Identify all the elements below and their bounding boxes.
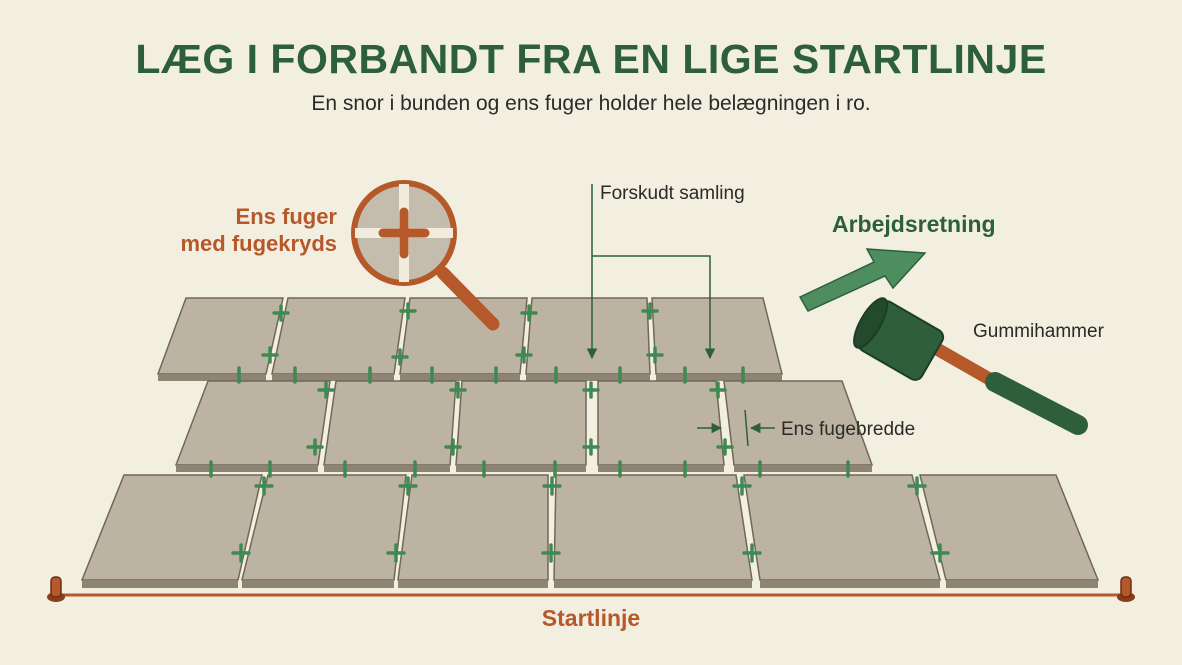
tile-row-front [80,474,1100,588]
rubber-mallet-icon [853,297,1088,435]
label-joints-line1: Ens fuger [236,204,338,229]
work-direction-arrow [798,248,927,312]
label-work-direction: Arbejdsretning [832,211,996,237]
label-offset-joint: Forskudt samling [600,183,745,204]
label-start-line: Startlinje [542,605,640,631]
tile-row-middle [174,380,874,472]
page-subtitle: En snor i bunden og ens fuger holder hel… [311,92,871,115]
joint-width-callout [697,409,775,447]
page-title: LÆG I FORBANDT FRA EN LIGE STARTLINJE [135,36,1047,82]
label-joints-line2: med fugekryds [181,231,338,256]
label-rubber-mallet: Gummihammer [973,321,1105,342]
start-line-string [47,576,1135,602]
label-joint-width: Ens fugebredde [781,419,915,440]
magnifier-icon [351,180,500,331]
tile-row-back [156,297,783,381]
tile-spacers [209,302,950,563]
offset-joint-callout [586,184,716,360]
